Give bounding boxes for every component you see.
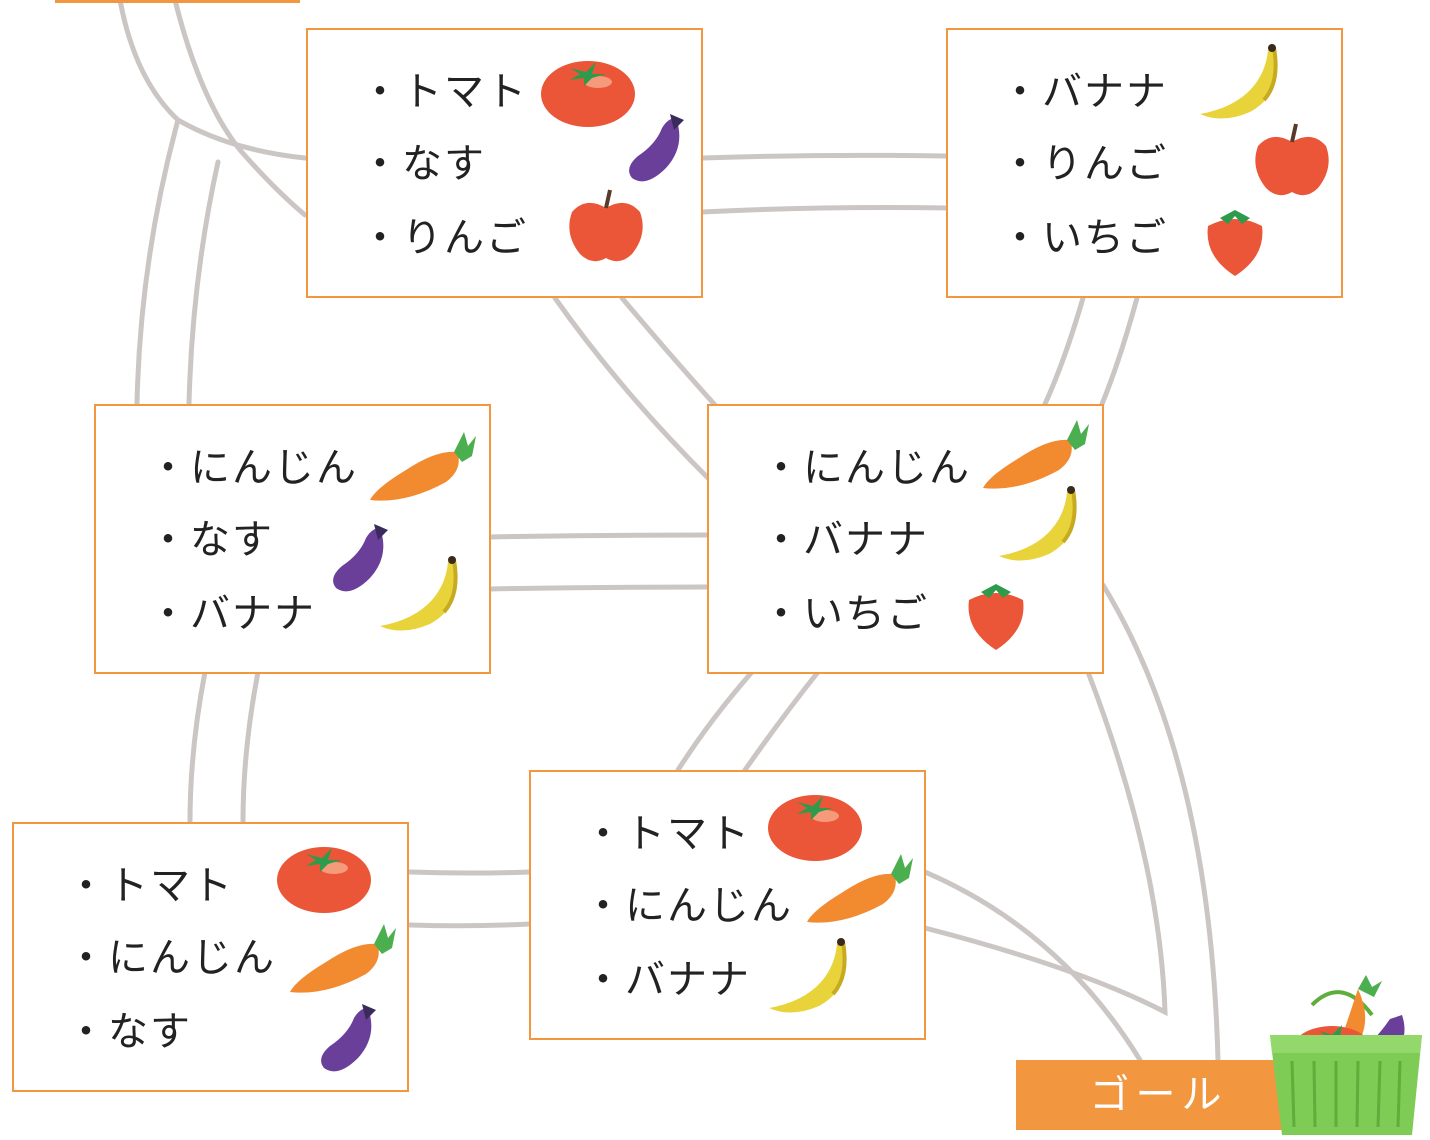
strawberry-icon: [968, 584, 1024, 650]
box-1-item-2: ・なす: [360, 141, 486, 187]
path-box4-to-goal-b: [922, 669, 1168, 1017]
box-3-item-3: ・バナナ: [148, 591, 316, 637]
box-5-item-2: ・にんじん: [583, 883, 793, 929]
banana-icon: [1200, 44, 1278, 119]
path-box4-to-box5-b: [742, 669, 821, 773]
box-4-item-1: ・にんじん: [761, 445, 971, 491]
tomato-icon: [541, 61, 635, 127]
start-bar: [55, 0, 300, 3]
carrot-icon: [290, 924, 396, 993]
path-box3-to-box6-b: [240, 669, 261, 825]
path-start-to-box1-a: [117, 0, 308, 161]
path-box1-to-box4-a: [552, 295, 711, 481]
banana-icon: [999, 486, 1077, 561]
carrot-icon: [983, 420, 1089, 489]
strawberry-icon: [1207, 210, 1263, 276]
box-5-item-3: ・バナナ: [583, 957, 751, 1003]
box-6: ・トマト ・にんじん ・なす: [12, 822, 409, 1092]
box-6-item-3: ・なす: [66, 1009, 192, 1055]
banana-icon: [769, 938, 847, 1013]
path-start-to-box3-b: [186, 159, 221, 407]
path-box1-to-box2-a: [699, 152, 950, 161]
apple-icon: [569, 189, 643, 262]
box-4: ・にんじん ・バナナ ・いちご: [707, 404, 1104, 674]
carrot-icon: [370, 432, 476, 501]
box-4-item-2: ・バナナ: [761, 517, 929, 563]
path-box1-to-box4-b: [619, 295, 718, 408]
box-6-item-1: ・トマト: [66, 863, 234, 909]
box-5-item-1: ・トマト: [583, 811, 751, 857]
box-1: ・トマト ・なす ・りんご: [306, 28, 703, 298]
box-2-item-2: ・りんご: [1000, 141, 1168, 187]
box-3-item-2: ・なす: [148, 517, 274, 563]
eggplant-icon: [629, 114, 684, 182]
tomato-icon: [277, 847, 371, 913]
path-box3-to-box6-a: [187, 669, 208, 825]
box-5: ・トマト ・にんじん ・バナナ: [529, 770, 926, 1040]
banana-icon: [380, 556, 458, 631]
box-4-item-3: ・いちご: [761, 591, 929, 637]
path-start-to-box3-a: [134, 117, 181, 407]
eggplant-icon: [333, 524, 388, 592]
path-box6-to-box5-a: [407, 869, 533, 876]
path-box4-to-goal-a: [1100, 582, 1221, 1063]
path-box4-to-box5-a: [675, 669, 755, 773]
path-start-to-box1-b: [172, 0, 308, 218]
box-2: ・バナナ ・りんご ・いちご: [946, 28, 1343, 298]
path-box2-to-box4-a: [1042, 295, 1086, 407]
box-2-item-1: ・バナナ: [1000, 69, 1168, 115]
box-2-item-3: ・いちご: [1000, 215, 1168, 261]
path-box1-to-box2-b: [699, 205, 950, 215]
path-box3-to-box4-a: [487, 532, 711, 540]
path-box2-to-box4-b: [1099, 295, 1140, 407]
carrot-icon: [807, 854, 913, 923]
path-box6-to-box5-b: [407, 921, 533, 929]
box-1-item-1: ・トマト: [360, 69, 528, 115]
eggplant-icon: [321, 1004, 376, 1072]
path-box3-to-box4-b: [487, 584, 711, 592]
tomato-icon: [768, 795, 862, 861]
apple-icon: [1255, 123, 1329, 196]
goal-label: ゴール: [1016, 1060, 1301, 1130]
box-3-item-1: ・にんじん: [148, 445, 358, 491]
path-box5-to-goal: [922, 869, 1143, 1063]
box-3: ・にんじん ・なす ・バナナ: [94, 404, 491, 674]
box-6-item-2: ・にんじん: [66, 935, 276, 981]
basket-icon: [1270, 975, 1422, 1135]
box-1-item-3: ・りんご: [360, 215, 528, 261]
